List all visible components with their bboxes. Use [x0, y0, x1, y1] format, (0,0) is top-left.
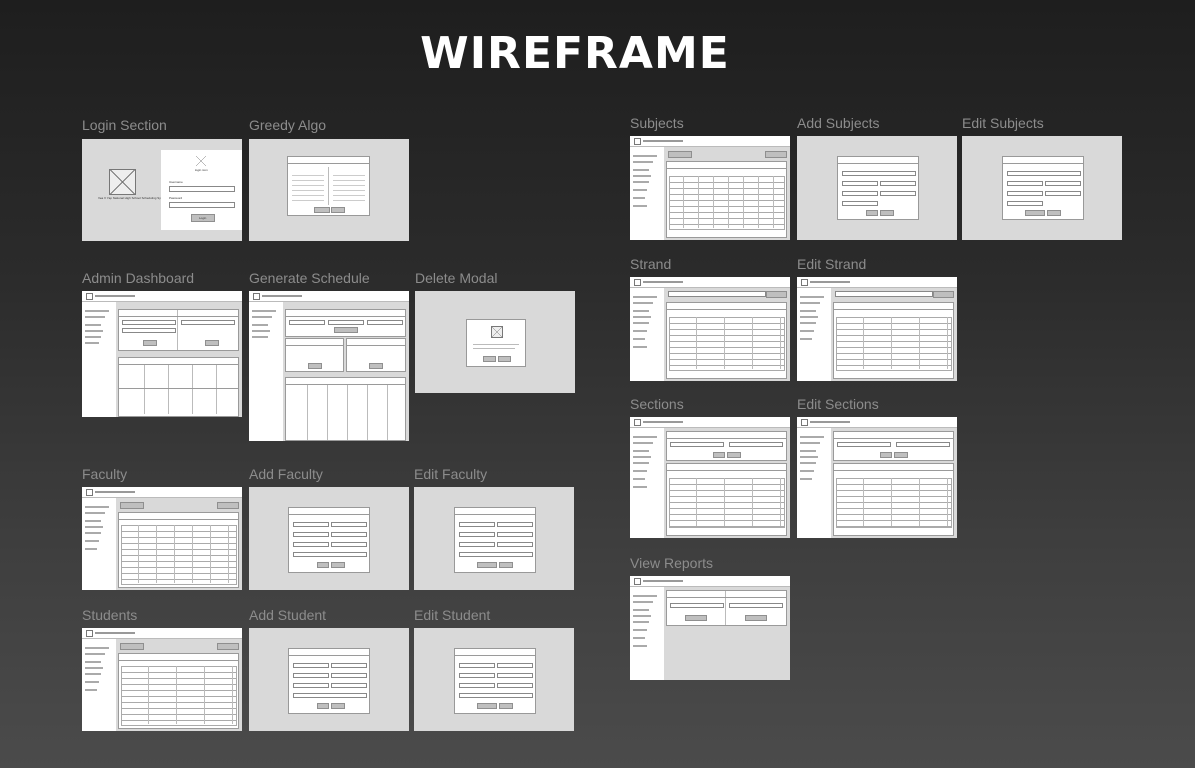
frame-label-strand: Strand	[630, 256, 672, 272]
frame-view-reports[interactable]	[630, 576, 790, 680]
frame-label-edit-strand: Edit Strand	[797, 256, 867, 272]
greedy-cancel-button[interactable]	[331, 207, 345, 213]
frame-sections[interactable]	[630, 417, 790, 538]
frame-label-edit-faculty: Edit Faculty	[414, 466, 488, 482]
frame-label-greedy: Greedy Algo	[249, 117, 327, 133]
password-input[interactable]	[169, 202, 235, 208]
username-label: Username	[169, 180, 183, 184]
login-card: login icon Username Password Login	[161, 150, 242, 230]
frame-label-add-faculty: Add Faculty	[249, 466, 323, 482]
frame-label-sections: Sections	[630, 396, 684, 412]
generate-button[interactable]	[334, 327, 358, 333]
frame-add-subjects[interactable]	[797, 136, 957, 240]
warning-icon	[491, 326, 503, 338]
frame-label-edit-subjects: Edit Subjects	[962, 115, 1044, 131]
username-input[interactable]	[169, 186, 235, 192]
frame-admin-dashboard[interactable]	[82, 291, 242, 417]
frame-faculty[interactable]	[82, 487, 242, 590]
frame-edit-subjects[interactable]	[962, 136, 1122, 240]
logo-placeholder-icon	[109, 169, 136, 195]
frame-label-edit-student: Edit Student	[414, 607, 491, 623]
greedy-modal	[287, 156, 370, 216]
frame-label-generate-schedule: Generate Schedule	[249, 270, 370, 286]
delete-cancel-button[interactable]	[498, 356, 511, 362]
school-name-text: Vea V Yap National High School Schedulin…	[98, 196, 168, 200]
frame-label-login: Login Section	[82, 117, 167, 133]
frame-label-add-student: Add Student	[249, 607, 327, 623]
frame-label-faculty: Faculty	[82, 466, 128, 482]
login-button[interactable]: Login	[191, 214, 215, 222]
frame-delete-modal[interactable]	[415, 291, 575, 393]
frame-edit-sections[interactable]	[797, 417, 957, 538]
login-heading: login icon	[195, 168, 208, 172]
frame-login-section[interactable]: Vea V Yap National High School Schedulin…	[82, 139, 242, 241]
frame-edit-strand[interactable]	[797, 277, 957, 381]
delete-confirm-button[interactable]	[483, 356, 496, 362]
frame-greedy-algo[interactable]	[249, 139, 409, 241]
frame-label-view-reports: View Reports	[630, 555, 714, 571]
frame-label-add-subjects: Add Subjects	[797, 115, 880, 131]
frame-label-delete-modal: Delete Modal	[415, 270, 498, 286]
page-title: WIREFRAME	[420, 28, 730, 79]
greedy-generate-button[interactable]	[314, 207, 330, 213]
frame-students[interactable]	[82, 628, 242, 731]
frame-label-edit-sections: Edit Sections	[797, 396, 879, 412]
frame-subjects[interactable]	[630, 136, 790, 240]
login-avatar-icon	[196, 156, 206, 166]
delete-confirm-modal	[466, 319, 526, 367]
frame-generate-schedule[interactable]	[249, 291, 409, 441]
frame-add-student[interactable]	[249, 628, 409, 731]
frame-label-subjects: Subjects	[630, 115, 684, 131]
frame-edit-faculty[interactable]	[414, 487, 574, 590]
frame-label-admin-dashboard: Admin Dashboard	[82, 270, 195, 286]
password-label: Password	[169, 196, 183, 200]
frame-edit-student[interactable]	[414, 628, 574, 731]
frame-label-students: Students	[82, 607, 138, 623]
frame-strand[interactable]	[630, 277, 790, 381]
frame-add-faculty[interactable]	[249, 487, 409, 590]
